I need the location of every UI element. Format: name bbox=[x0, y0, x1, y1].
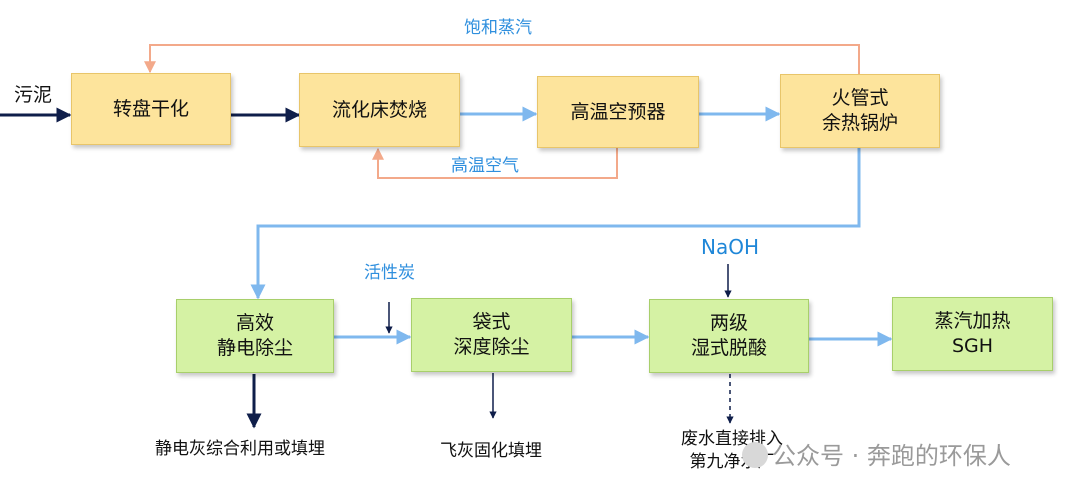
activated-carbon-label: 活性炭 bbox=[364, 263, 415, 283]
hot-air-return-line bbox=[372, 147, 618, 179]
wechat-badge-icon bbox=[742, 442, 768, 468]
bag-filter-box: 袋式 深度除尘 bbox=[411, 298, 572, 372]
boiler-box: 火管式 余热锅炉 bbox=[780, 74, 940, 148]
sgh-box-line-2: SGH bbox=[951, 335, 994, 357]
sgh-box: 蒸汽加热 SGH bbox=[892, 297, 1053, 371]
drying-box-line-1: 转盘干化 bbox=[112, 97, 189, 120]
watermark: 公众号 · 奔跑的环保人 bbox=[742, 436, 1011, 471]
esp-box: 高效 静电除尘 bbox=[176, 299, 334, 373]
watermark-text: 公众号 · 奔跑的环保人 bbox=[772, 442, 1011, 470]
naoh-label: NaOH bbox=[701, 235, 759, 259]
hot-air-label: 高温空气 bbox=[451, 156, 519, 176]
preheater-box: 高温空预器 bbox=[537, 76, 699, 148]
saturated-steam-label: 饱和蒸汽 bbox=[464, 18, 532, 38]
bag-filter-box-line-1: 袋式 bbox=[472, 311, 511, 333]
incinerator-box: 流化床焚烧 bbox=[299, 73, 460, 147]
scrubber-box-line-1: 两级 bbox=[709, 312, 748, 334]
drying-box: 转盘干化 bbox=[71, 73, 231, 145]
boiler-box-line-1: 火管式 bbox=[831, 87, 889, 109]
esp-ash-output-label: 静电灰综合利用或填埋 bbox=[155, 439, 325, 459]
steam-return-line bbox=[144, 44, 860, 74]
esp-box-line-1: 高效 bbox=[235, 312, 274, 334]
sludge-input-label: 污泥 bbox=[14, 84, 53, 106]
scrubber-box-line-2: 湿式脱酸 bbox=[690, 337, 767, 359]
boiler-box-line-2: 余热锅炉 bbox=[821, 112, 898, 134]
fly-ash-output-label: 飞灰固化填埋 bbox=[440, 441, 542, 461]
incinerator-box-line-1: 流化床焚烧 bbox=[331, 98, 427, 121]
scrubber-box: 两级 湿式脱酸 bbox=[649, 299, 809, 373]
preheater-box-line-1: 高温空预器 bbox=[570, 100, 666, 123]
boiler-to-esp-arrow bbox=[250, 148, 861, 300]
esp-box-line-2: 静电除尘 bbox=[216, 337, 293, 359]
sgh-box-line-1: 蒸汽加热 bbox=[934, 310, 1011, 332]
bag-filter-box-line-2: 深度除尘 bbox=[453, 336, 530, 358]
